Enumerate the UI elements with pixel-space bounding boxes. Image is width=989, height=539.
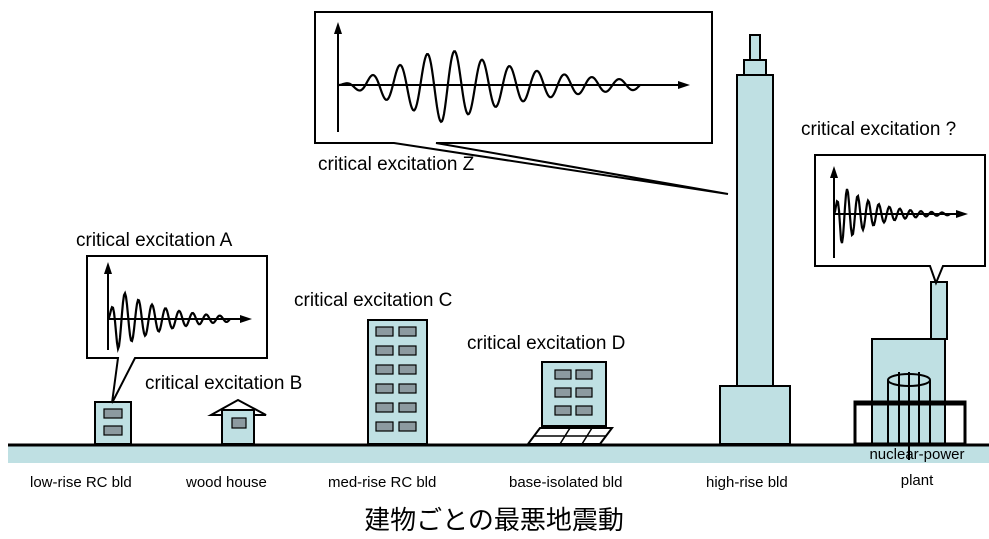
- med-rise-window: [375, 383, 394, 394]
- base-isolated-window: [575, 369, 593, 380]
- caption-excitation-b: critical excitation B: [145, 373, 302, 394]
- caption-excitation-c: critical excitation C: [294, 290, 452, 311]
- base-isolated-window: [575, 405, 593, 416]
- med-rise-window: [375, 421, 394, 432]
- label-med-rise: med-rise RC bld: [328, 474, 436, 491]
- base-isolated-window: [554, 405, 572, 416]
- wood-house: [207, 398, 267, 445]
- waveform-z: [337, 50, 641, 124]
- med-rise-window: [375, 402, 394, 413]
- bubble-excitation-a: [86, 255, 268, 404]
- label-low-rise: low-rise RC bld: [30, 474, 132, 491]
- ground: [8, 443, 989, 463]
- base-isolated-window: [575, 387, 593, 398]
- bubble-excitation-z: [314, 11, 729, 195]
- base-isolated-window: [554, 369, 572, 380]
- med-rise-rc-building: [367, 319, 428, 445]
- med-rise-window: [398, 402, 417, 413]
- med-rise-window: [375, 364, 394, 375]
- high-rise-building: [719, 34, 791, 445]
- waveform-unknown: [832, 188, 951, 244]
- low-rise-rc-building: [94, 401, 132, 445]
- caption-excitation-a: critical excitation A: [76, 230, 233, 251]
- label-nuclear-line1: nuclear-power: [869, 446, 964, 463]
- med-rise-window: [398, 383, 417, 394]
- med-rise-window: [375, 345, 394, 356]
- waveform-a: [107, 290, 231, 354]
- med-rise-window: [398, 345, 417, 356]
- caption-excitation-z: critical excitation Z: [318, 154, 475, 175]
- base-isolated-building: [526, 361, 614, 445]
- label-high-rise: high-rise bld: [706, 474, 788, 491]
- caption-excitation-d: critical excitation D: [467, 333, 625, 354]
- base-isolated-window: [554, 387, 572, 398]
- label-base-isolated: base-isolated bld: [509, 474, 622, 491]
- med-rise-window: [398, 421, 417, 432]
- caption-excitation-unknown: critical excitation ?: [801, 119, 956, 140]
- label-nuclear-line2: plant: [901, 472, 934, 489]
- label-wood-house: wood house: [185, 474, 267, 491]
- bubble-excitation-unknown: [814, 154, 986, 286]
- med-rise-window: [375, 326, 394, 337]
- med-rise-window: [398, 326, 417, 337]
- footer-title: 建物ごとの最悪地震動: [364, 506, 624, 536]
- med-rise-window: [398, 364, 417, 375]
- nuclear-power-plant: [853, 281, 967, 460]
